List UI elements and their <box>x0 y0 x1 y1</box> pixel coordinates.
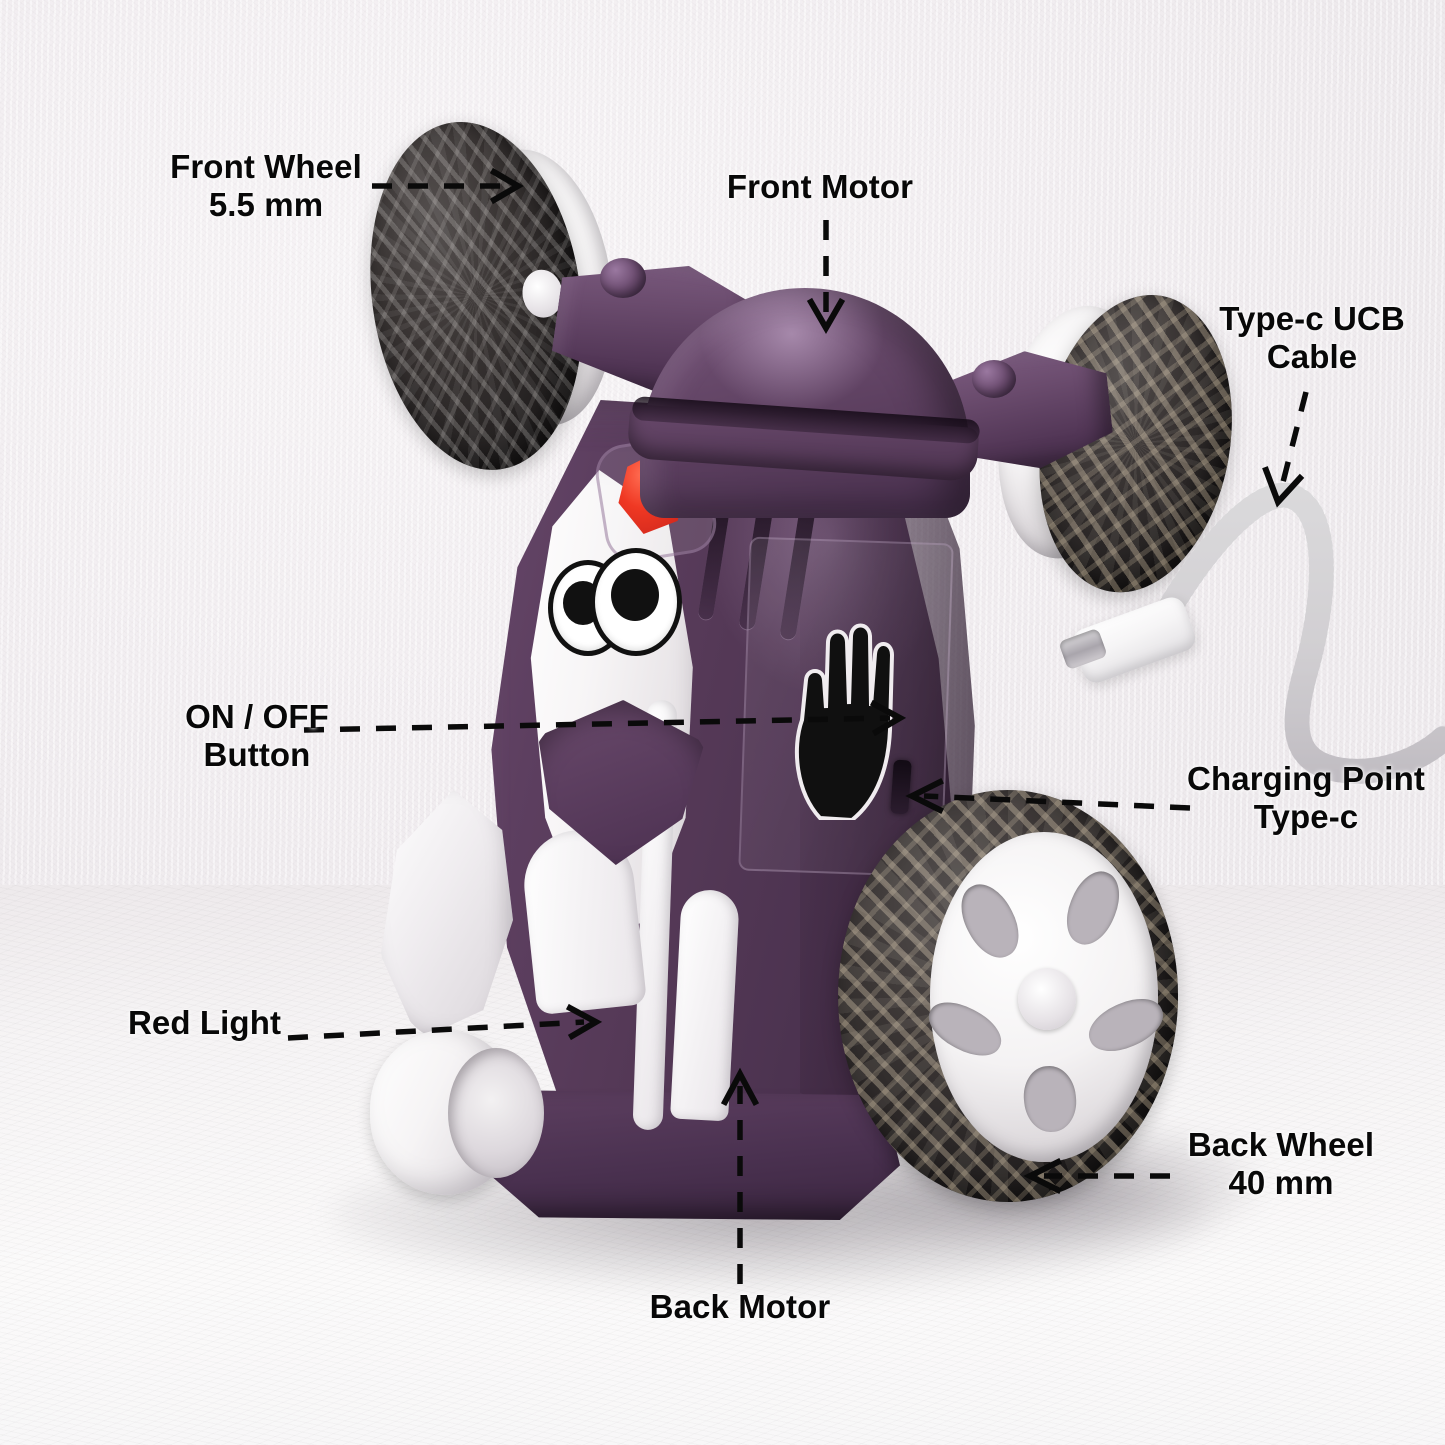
cartoon-eye-right <box>590 548 682 656</box>
label-on-off-button: ON / OFF Button <box>185 698 329 774</box>
label-back-wheel: Back Wheel 40 mm <box>1187 1126 1375 1202</box>
label-front-motor: Front Motor <box>726 168 914 205</box>
arrow-back-motor <box>720 1067 760 1284</box>
arrow-red-light <box>287 1003 603 1041</box>
arrow-on-off-button <box>303 699 907 737</box>
back-wheel-hub <box>1018 968 1076 1030</box>
back-wheel <box>838 790 1178 1202</box>
arrow-back-wheel <box>1023 1157 1170 1195</box>
arrow-charging-point <box>905 777 1191 815</box>
label-front-wheel: Front Wheel 5.5 mm <box>170 148 362 224</box>
label-charging-point: Charging Point Type-c <box>1187 760 1425 836</box>
front-left-arm-knob <box>600 258 646 298</box>
arrow-type-c-cable <box>1262 391 1309 508</box>
label-type-c-usb-cable: Type-c UCB Cable <box>1219 300 1405 376</box>
type-c-usb-cable <box>1145 482 1445 784</box>
front-right-arm-knob <box>972 360 1016 398</box>
label-back-motor: Back Motor <box>649 1288 831 1325</box>
label-red-light: Red Light <box>128 1004 282 1041</box>
arrow-front-wheel <box>372 167 524 205</box>
front-roller-inner <box>448 1048 544 1178</box>
arrow-front-motor <box>806 220 846 335</box>
hand-decal-icon <box>794 623 895 820</box>
